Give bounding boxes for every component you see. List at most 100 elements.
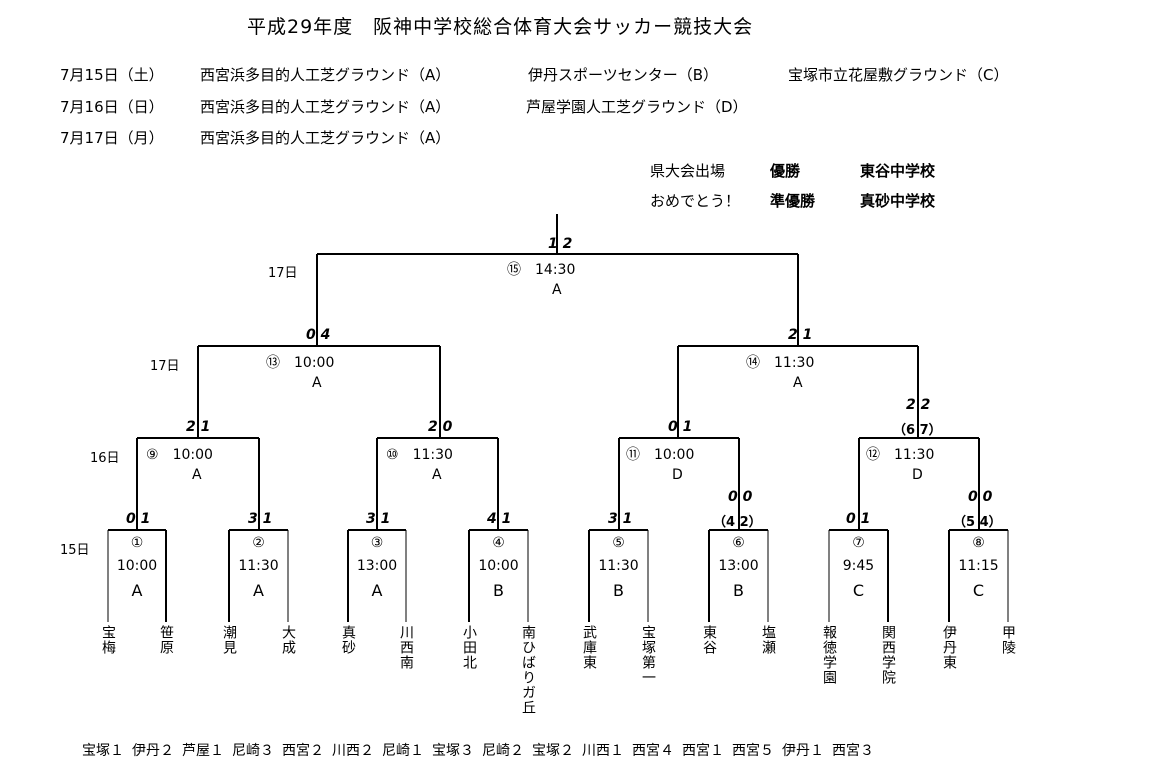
match-venue: C (852, 581, 865, 600)
team-name: 潮見 (221, 625, 237, 655)
footer-code: 尼崎１ (382, 743, 424, 759)
match-score: 0 0 (728, 489, 753, 505)
winner-school: 東谷中学校 (860, 162, 936, 180)
team-name: 川西南 (398, 625, 414, 670)
match-time: 9:45 (842, 558, 875, 574)
match-number: ⑧ (972, 535, 985, 551)
match-score: 2 1 (788, 327, 813, 343)
match-score: 0 1 (668, 419, 693, 435)
match-score: 3 1 (608, 511, 633, 527)
footer-code: 川西２ (332, 743, 374, 759)
match-venue: A (552, 282, 562, 298)
pk-score: （6 7） (893, 423, 942, 438)
schedule-date: 7月15日（土） (60, 66, 164, 84)
footer-code: 宝塚１ (82, 743, 124, 759)
match-number: ⑤ (612, 535, 625, 551)
match-venue: A (793, 375, 803, 391)
schedule-date: 7月16日（日） (60, 98, 164, 116)
match-score: 0 0 (968, 489, 993, 505)
footer-code: 西宮１ (682, 743, 724, 759)
team-name: 塩瀬 (760, 625, 776, 655)
footer-code: 伊丹１ (782, 743, 824, 759)
match-venue: A (432, 467, 442, 483)
match-time: 11:30 (598, 558, 639, 574)
runnerup-label: 準優勝 (770, 192, 816, 210)
team-name: 東谷 (701, 625, 717, 655)
match-time: 10:00 (478, 558, 519, 574)
footer-code: 宝塚２ (532, 743, 574, 759)
schedule-date: 7月17日（月） (60, 129, 164, 147)
prefecture-label: 県大会出場 (650, 162, 726, 180)
match-info: ⑩ 11:30 (386, 447, 453, 463)
footer-code: 宝塚３ (432, 743, 474, 759)
page-title: 平成29年度 阪神中学校総合体育大会サッカー競技大会 (247, 16, 754, 38)
team-name: 笹原 (158, 625, 174, 655)
team-name: 武庫東 (581, 625, 597, 670)
match-number: ⑥ (732, 535, 745, 551)
footer-code: 伊丹２ (132, 743, 174, 759)
congrats-text: おめでとう！ (650, 192, 741, 210)
match-venue: A (192, 467, 202, 483)
match-venue: D (672, 467, 683, 483)
pk-score: （5 4） (953, 515, 1002, 530)
match-info: ⑫ 11:30 (866, 447, 935, 463)
match-time: 10:00 (116, 558, 158, 574)
match-info: ⑨ 10:00 (146, 447, 213, 463)
match-info: ⑪ 10:00 (626, 447, 695, 463)
match-score: 1 2 (548, 236, 573, 252)
match-venue: A (312, 375, 322, 391)
footer-code: 西宮５ (732, 743, 774, 759)
match-number: ① (130, 535, 144, 551)
pk-score: （4 2） (713, 515, 762, 530)
footer-code: 尼崎２ (482, 743, 524, 759)
match-score: 2 0 (428, 419, 453, 435)
team-name: 大成 (280, 625, 296, 655)
match-time: 13:00 (356, 558, 398, 574)
match-score: 3 1 (248, 511, 273, 527)
match-info: ⑬ 10:00 (266, 355, 335, 371)
match-venue: A (371, 581, 383, 600)
day-label: 17日 (268, 266, 298, 281)
match-number: ② (252, 535, 265, 551)
match-number: ③ (370, 535, 384, 551)
team-name: 関西学院 (880, 625, 896, 685)
team-name: 小田北 (461, 625, 477, 670)
footer-code: 芦屋１ (182, 743, 224, 759)
footer-code: 川西１ (582, 743, 624, 759)
team-name: 伊丹東 (941, 625, 957, 670)
match-time: 13:00 (718, 558, 759, 574)
match-time: 11:15 (958, 558, 999, 574)
match-score: 0 4 (306, 327, 331, 343)
footer-code: 尼崎３ (232, 743, 274, 759)
match-score: 4 1 (487, 511, 512, 527)
match-info: ⑭ 11:30 (746, 355, 815, 371)
team-name: 宝梅 (100, 625, 116, 655)
team-name: 真砂 (340, 625, 356, 655)
schedule-venue: 芦屋学園人工芝グラウンド（D） (526, 98, 748, 116)
team-name: 南ひばりガ丘 (520, 625, 536, 715)
match-venue: B (493, 581, 504, 600)
schedule-venue: 伊丹スポーツセンター（B） (528, 66, 718, 84)
match-number: ④ (492, 535, 505, 551)
day-label: 17日 (150, 359, 180, 374)
team-name: 報徳学園 (821, 625, 837, 685)
match-venue: C (972, 581, 985, 600)
match-venue: A (253, 581, 264, 600)
match-score: 2 2 (906, 397, 931, 413)
runnerup-school: 真砂中学校 (860, 192, 936, 210)
match-venue: D (912, 467, 923, 483)
schedule-venue: 宝塚市立花屋敷グラウンド（C） (788, 66, 1009, 84)
match-score: 2 1 (186, 419, 211, 435)
day-label: 15日 (60, 543, 90, 558)
schedule-venue: 西宮浜多目的人工芝グラウンド（A） (200, 66, 451, 84)
match-info: ⑮ 14:30 (507, 262, 576, 278)
match-number: ⑦ (852, 535, 865, 551)
match-score: 3 1 (366, 511, 391, 527)
day-label: 16日 (90, 451, 120, 466)
winner-label: 優勝 (770, 162, 801, 180)
schedule-venue: 西宮浜多目的人工芝グラウンド（A） (200, 129, 451, 147)
match-time: 11:30 (238, 558, 279, 574)
footer-code: 西宮２ (282, 743, 324, 759)
team-name: 甲陵 (1000, 625, 1016, 655)
